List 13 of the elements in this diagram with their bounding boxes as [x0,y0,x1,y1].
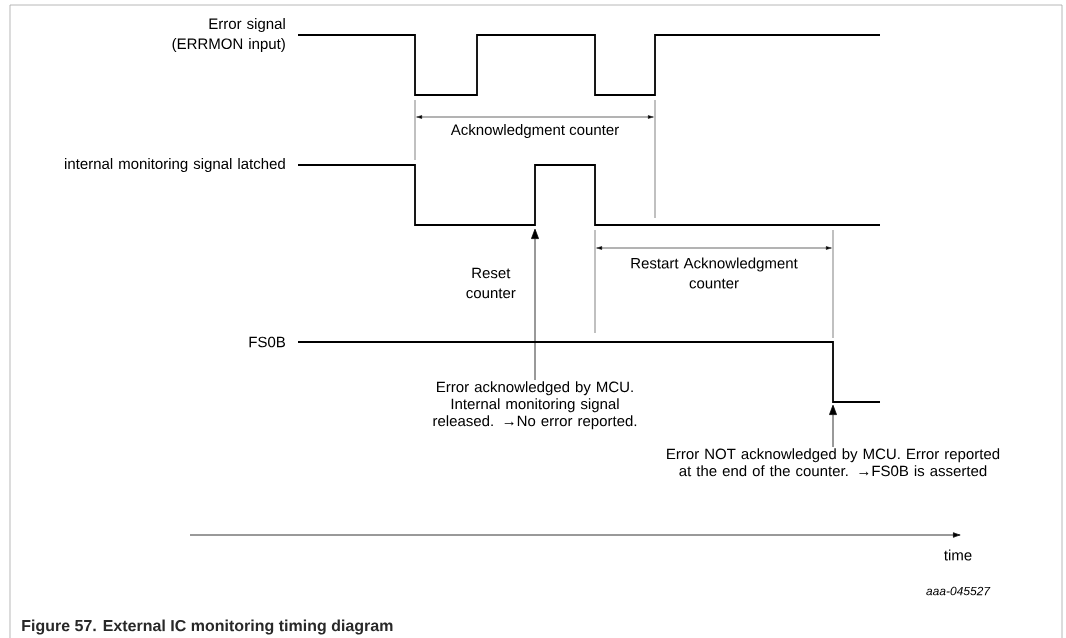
dimension-label: Restart Acknowledgment counter [631,257,798,289]
figure-id: aaa-045527 [926,586,991,596]
edge-label: Reset counter [454,266,527,300]
signal-name: FS0B [249,336,285,348]
annotation-text: Error NOT acknowledged by MCU. Error reported at the end of the counter. →FS0B is asserted [667,448,1000,477]
dimension-label: Acknowledgment counter [450,124,619,138]
leader-arrow [829,404,837,448]
signal-name: Error signal (ERRMON input) [172,18,285,52]
figure-caption: Figure 57. External IC monitoring timing diagram [22,619,393,635]
annotation-text: Error acknowledged by MCU. Internal monitoring signal released. →No error reported. [433,381,637,430]
signal-name: internal monitoring signal latched [65,158,285,172]
axis-label: time [944,549,972,561]
leader-arrow [531,228,539,381]
